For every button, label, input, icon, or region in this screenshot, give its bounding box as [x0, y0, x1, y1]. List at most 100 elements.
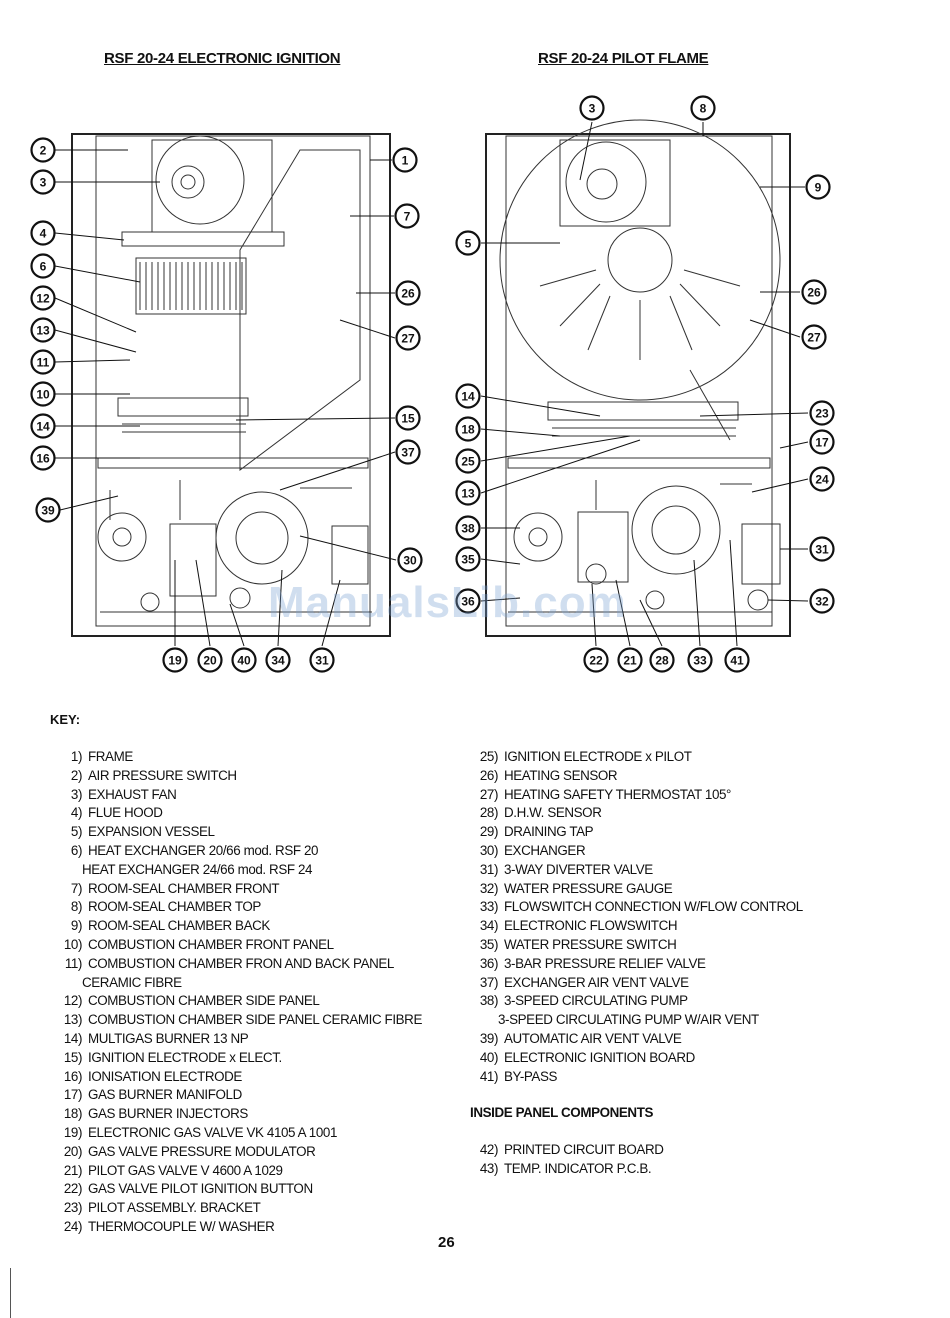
callout-number: 36	[461, 595, 475, 609]
key-item-number: 27)	[479, 786, 499, 802]
callout-left-13: 13	[30, 317, 56, 343]
callout-left-2: 2	[30, 137, 56, 163]
key-item: 38)3-SPEED CIRCULATING PUMP	[466, 992, 906, 1011]
key-item: 22)GAS VALVE PILOT IGNITION BUTTON	[50, 1180, 450, 1199]
callout-right-35: 35	[455, 546, 481, 572]
callout-number: 19	[168, 654, 182, 668]
callout-number: 2	[40, 144, 47, 158]
key-item-number: 11)	[64, 955, 83, 971]
callout-left-11: 11	[30, 349, 56, 375]
key-item: 27) HEATING SAFETY THERMOSTAT 105°	[466, 786, 906, 805]
callout-number: 3	[589, 102, 596, 116]
key-item: 28)D.H.W. SENSOR	[466, 804, 906, 823]
callout-left-31: 31	[309, 647, 335, 673]
callout-number: 16	[36, 452, 50, 466]
key-title: KEY:	[50, 712, 81, 727]
exhaust-fan	[155, 135, 245, 225]
key-item-number: 40)	[479, 1049, 499, 1065]
key-item-number: 18)	[63, 1106, 83, 1122]
key-item: 3-SPEED CIRCULATING PUMP W/AIR VENT	[466, 1011, 906, 1030]
key-item: 13)COMBUSTION CHAMBER SIDE PANEL CERAMIC…	[50, 1011, 450, 1030]
key-item: 9)ROOM-SEAL CHAMBER BACK	[50, 917, 450, 936]
callout-number: 32	[815, 595, 829, 609]
diagram-pilot-flame	[485, 119, 791, 637]
gas-valve-left	[169, 523, 217, 597]
callout-right-21: 21	[617, 647, 643, 673]
key-item: 16)IONISATION ELECTRODE	[50, 1068, 450, 1087]
callout-number: 1	[402, 154, 409, 168]
key-item-text: 3-WAY DIVERTER VALVE	[504, 861, 653, 877]
exchanger-right	[631, 485, 721, 575]
key-item-text: THERMOCOUPLE W/ WASHER	[88, 1218, 275, 1234]
callout-number: 9	[815, 181, 822, 195]
callout-left-39: 39	[35, 497, 61, 523]
key-item-number: 19)	[63, 1124, 83, 1140]
key-item-text: HEATING SENSOR	[504, 767, 618, 783]
callout-number: 13	[36, 324, 50, 338]
scan-edge-line	[10, 1268, 11, 1318]
key-item: 29)DRAINING TAP	[466, 823, 906, 842]
key-item: 7)ROOM-SEAL CHAMBER FRONT	[50, 880, 450, 899]
callout-number: 14	[36, 420, 50, 434]
callout-left-14: 14	[30, 413, 56, 439]
callout-number: 5	[465, 237, 472, 251]
key-item-text: COMBUSTION CHAMBER SIDE PANEL CERAMIC FI…	[88, 1012, 422, 1028]
callout-number: 23	[815, 407, 829, 421]
key-item-text: HEATING SAFETY THERMOSTAT 105°	[504, 786, 731, 802]
room-seal-chamber-front	[239, 149, 361, 471]
key-item-text: D.H.W. SENSOR	[504, 805, 602, 821]
callout-left-7: 7	[394, 203, 420, 229]
key-item-number: 20)	[63, 1143, 83, 1159]
key-item-text: PILOT ASSEMBLY. BRACKET	[88, 1200, 261, 1216]
callout-number: 4	[40, 227, 47, 241]
key-item-number: 4)	[70, 805, 83, 821]
key-item-text: AUTOMATIC AIR VENT VALVE	[504, 1030, 682, 1046]
watermark: ManualsLib.com	[268, 578, 627, 627]
callout-right-3: 3	[579, 95, 605, 121]
key-item-text: COMBUSTION CHAMBER SIDE PANEL	[88, 993, 320, 1009]
key-item: 33)FLOWSWITCH CONNECTION W/FLOW CONTROL	[466, 898, 906, 917]
callout-number: 18	[461, 423, 475, 437]
callout-left-37: 37	[395, 439, 421, 465]
callout-right-14: 14	[455, 383, 481, 409]
callout-left-19: 19	[162, 647, 188, 673]
key-item: 36)3-BAR PRESSURE RELIEF VALVE	[466, 955, 906, 974]
key-item-number: 41)	[479, 1068, 499, 1084]
expansion-vessel-ribs	[539, 269, 741, 360]
key-item: 43)TEMP. INDICATOR P.C.B.	[466, 1160, 906, 1179]
callout-number: 27	[807, 331, 821, 345]
key-item: 11)COMBUSTION CHAMBER FRON AND BACK PANE…	[50, 955, 450, 974]
callout-right-26: 26	[801, 279, 827, 305]
key-item-number: 8)	[70, 899, 83, 915]
key-item: HEAT EXCHANGER 24/66 mod. RSF 24	[50, 861, 450, 880]
callout-right-5: 5	[455, 230, 481, 256]
inside-panel-heading: INSIDE PANEL COMPONENTS	[470, 1105, 654, 1121]
flue-hood	[121, 231, 285, 247]
key-item: 24)THERMOCOUPLE W/ WASHER	[50, 1218, 450, 1237]
exhaust-fan-housing	[151, 139, 273, 233]
key-item: 42)PRINTED CIRCUIT BOARD	[466, 1141, 906, 1160]
key-item: 32)WATER PRESSURE GAUGE	[466, 880, 906, 899]
callout-left-15: 15	[395, 405, 421, 431]
callout-right-13: 13	[455, 480, 481, 506]
key-item-number: 31)	[479, 861, 499, 877]
callout-left-16: 16	[30, 445, 56, 471]
key-item-text: WATER PRESSURE SWITCH	[504, 936, 677, 952]
key-item-text: AIR PRESSURE SWITCH	[88, 767, 237, 783]
key-item-text: IONISATION ELECTRODE	[88, 1068, 242, 1084]
key-item: 8)ROOM-SEAL CHAMBER TOP	[50, 898, 450, 917]
key-item-number: 34)	[479, 918, 499, 934]
callout-left-1: 1	[392, 147, 418, 173]
key-item-number: 32)	[479, 880, 499, 896]
key-item-text: EXCHANGER AIR VENT VALVE	[504, 974, 689, 990]
key-item-text: 3-SPEED CIRCULATING PUMP	[504, 993, 688, 1009]
key-item-text: GAS BURNER MANIFOLD	[88, 1087, 242, 1103]
callout-number: 28	[655, 654, 669, 668]
key-item-text: HEAT EXCHANGER 24/66 mod. RSF 24	[82, 861, 313, 877]
key-item-text: HEAT EXCHANGER 20/66 mod. RSF 20	[88, 842, 319, 858]
callout-number: 12	[36, 292, 50, 306]
callout-left-27: 27	[395, 325, 421, 351]
key-item-number: 12)	[63, 993, 83, 1009]
callout-right-17: 17	[809, 429, 835, 455]
